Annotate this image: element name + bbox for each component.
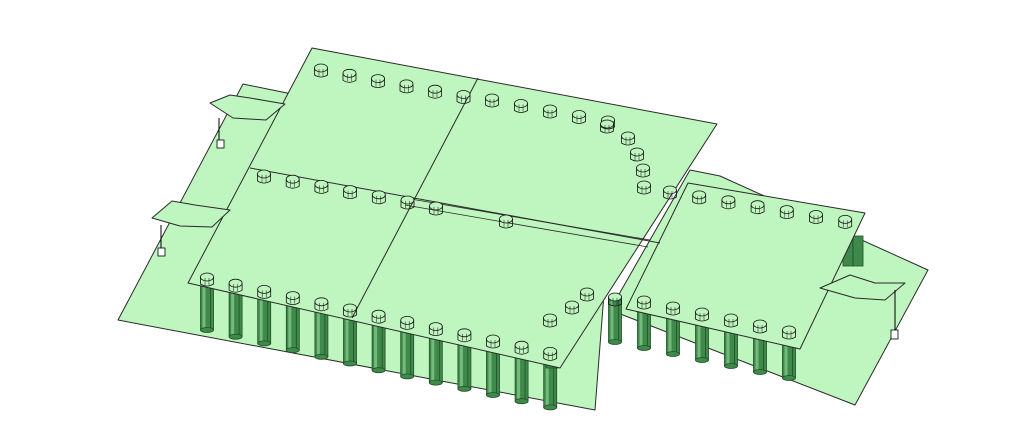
column-top[interactable] <box>285 291 300 305</box>
column-top[interactable] <box>257 169 271 184</box>
column[interactable] <box>428 329 443 386</box>
column-top[interactable] <box>371 309 386 324</box>
column-top[interactable] <box>343 303 357 318</box>
column-top[interactable] <box>636 163 650 178</box>
column-top[interactable] <box>572 110 586 124</box>
column[interactable] <box>200 279 214 333</box>
column-top[interactable] <box>692 190 707 205</box>
column-top[interactable] <box>285 174 300 189</box>
column-top[interactable] <box>637 295 651 310</box>
column-top[interactable] <box>621 131 635 146</box>
column[interactable] <box>852 235 864 267</box>
column-top[interactable] <box>782 325 796 340</box>
column-top[interactable] <box>342 68 357 83</box>
column-top[interactable] <box>637 180 651 195</box>
column-top[interactable] <box>314 63 328 78</box>
column-top[interactable] <box>695 307 709 322</box>
ramp-left-lower[interactable] <box>151 200 231 228</box>
ramp-left-upper[interactable] <box>209 94 286 121</box>
column-top[interactable] <box>809 210 823 224</box>
column-top[interactable] <box>514 99 528 113</box>
column-top[interactable] <box>580 287 594 302</box>
column-top[interactable] <box>724 313 738 328</box>
column[interactable] <box>400 322 415 380</box>
ramp-right[interactable] <box>819 274 906 301</box>
column-top[interactable] <box>485 93 499 108</box>
column[interactable] <box>608 299 622 345</box>
column-top[interactable] <box>399 79 414 94</box>
level-marker-left-lower[interactable] <box>157 247 166 257</box>
column-top[interactable] <box>400 195 415 210</box>
column-top[interactable] <box>721 195 736 210</box>
column-top[interactable] <box>428 322 443 336</box>
level-marker-right[interactable] <box>890 329 899 340</box>
column-top[interactable] <box>543 104 557 119</box>
column-top[interactable] <box>371 190 386 205</box>
column-top[interactable] <box>838 214 853 229</box>
column-top-group <box>200 63 853 361</box>
column-top[interactable] <box>400 315 415 330</box>
column[interactable] <box>486 341 500 398</box>
column-top[interactable] <box>663 185 677 200</box>
column-top[interactable] <box>456 90 471 104</box>
column-top[interactable] <box>630 147 644 162</box>
column-top[interactable] <box>428 84 442 99</box>
beam-strip <box>404 197 651 241</box>
column[interactable] <box>228 285 243 340</box>
column[interactable] <box>695 317 709 363</box>
column-top[interactable] <box>514 340 529 355</box>
column-top[interactable] <box>429 201 443 216</box>
level-marker-left-upper[interactable] <box>216 139 225 149</box>
column-top[interactable] <box>543 313 557 328</box>
column-top[interactable] <box>753 319 767 334</box>
column-top[interactable] <box>666 301 680 316</box>
column-top[interactable] <box>343 185 358 199</box>
column-top[interactable] <box>457 328 472 343</box>
column[interactable] <box>457 335 472 392</box>
column-top[interactable] <box>543 346 558 361</box>
column-top[interactable] <box>499 214 513 229</box>
column-top[interactable] <box>608 292 622 307</box>
column-top[interactable] <box>314 297 329 312</box>
column-top[interactable] <box>750 200 765 215</box>
column-top[interactable] <box>600 119 614 134</box>
column-top[interactable] <box>565 300 579 315</box>
column-top[interactable] <box>371 74 385 88</box>
top-slab-right[interactable] <box>625 182 866 350</box>
column-top[interactable] <box>200 272 214 287</box>
column-top[interactable] <box>228 278 243 293</box>
column-top[interactable] <box>486 334 500 349</box>
column-top[interactable] <box>779 205 794 219</box>
beam-strip-edge <box>404 204 649 248</box>
column-top[interactable] <box>314 179 329 194</box>
column[interactable] <box>666 311 680 357</box>
ramp-group <box>151 94 906 340</box>
column-top[interactable] <box>257 284 272 299</box>
